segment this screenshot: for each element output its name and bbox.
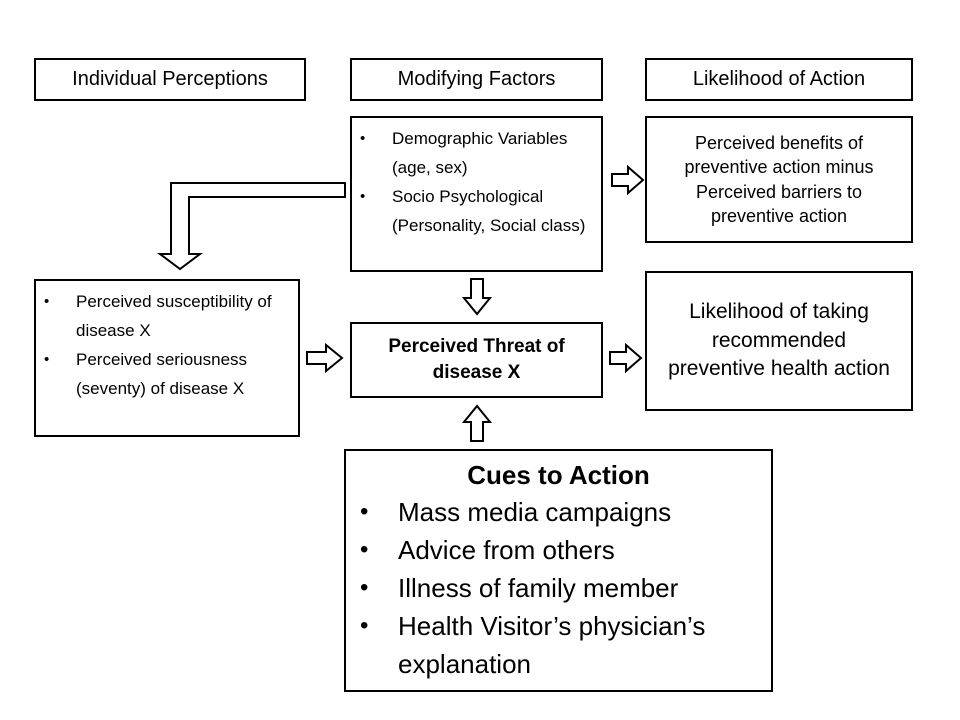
individual-perception-item: Perceived susceptibility of disease X (36, 287, 292, 345)
down-arrow-icon (461, 278, 493, 316)
modifying-factors-list: Demographic Variables (age, sex) Socio P… (352, 124, 595, 240)
right-arrow-icon (609, 342, 643, 374)
up-arrow-icon (461, 404, 493, 442)
header-individual-perceptions-label: Individual Perceptions (72, 68, 268, 90)
cue-item: Illness of family member (354, 569, 763, 607)
perceived-benefits-box: Perceived benefits of preventive action … (645, 116, 913, 243)
modifying-factor-item: Demographic Variables (age, sex) (352, 124, 595, 182)
header-individual-perceptions: Individual Perceptions (34, 58, 306, 101)
individual-perceptions-box: Perceived susceptibility of disease X Pe… (34, 279, 300, 437)
header-likelihood-of-action-label: Likelihood of Action (692, 68, 866, 90)
right-arrow-icon (306, 342, 344, 374)
header-modifying-factors: Modifying Factors (350, 58, 603, 101)
cues-to-action-box: Cues to Action Mass media campaigns Advi… (344, 449, 773, 692)
individual-perception-item: Perceived seriousness (seventy) of disea… (36, 345, 292, 403)
cue-item: Advice from others (354, 531, 763, 569)
bent-down-arrow-icon (157, 182, 346, 271)
modifying-factors-box: Demographic Variables (age, sex) Socio P… (350, 116, 603, 272)
header-likelihood-of-action: Likelihood of Action (645, 58, 913, 101)
likelihood-taking-action-text: Likelihood of taking recommended prevent… (668, 300, 890, 381)
perceived-threat-text: Perceived Threat of disease X (388, 336, 565, 383)
cue-item: Mass media campaigns (354, 493, 763, 531)
likelihood-taking-action-box: Likelihood of taking recommended prevent… (645, 271, 913, 411)
perceived-threat-box: Perceived Threat of disease X (350, 322, 603, 398)
cue-item: Health Visitor’s physician’s explanation (354, 607, 763, 683)
modifying-factor-item: Socio Psychological (Personality, Social… (352, 182, 595, 240)
individual-perceptions-list: Perceived susceptibility of disease X Pe… (36, 287, 292, 403)
cues-to-action-list: Mass media campaigns Advice from others … (354, 493, 763, 683)
header-modifying-factors-label: Modifying Factors (397, 68, 556, 90)
right-arrow-icon (611, 164, 645, 196)
cues-to-action-title: Cues to Action (467, 460, 650, 490)
perceived-benefits-text: Perceived benefits of preventive action … (684, 132, 874, 226)
